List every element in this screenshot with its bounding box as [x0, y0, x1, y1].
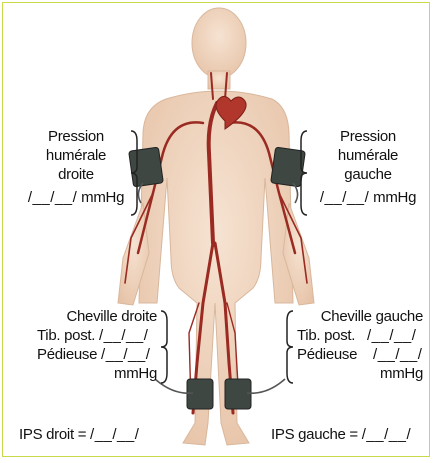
right-arm-line3: droite — [21, 165, 131, 184]
right-arm-blank[interactable]: /__/__/ — [28, 189, 77, 206]
brace-left-arm — [299, 129, 309, 217]
left-ankle-unit: mmHg — [297, 364, 423, 383]
right-arm-unit: mmHg — [81, 189, 124, 206]
left-ankle-title: Cheville gauche — [297, 307, 423, 326]
left-ankle-ped-blank[interactable]: /__/__/ — [373, 346, 422, 363]
ips-left-label: IPS gauche = — [271, 426, 358, 443]
right-ankle-tib: Tib. post. — [37, 327, 95, 344]
right-ankle-ped: Pédieuse — [37, 346, 97, 363]
diagram-frame: Pression humérale droite /__/__/ mmHg Pr… — [2, 2, 430, 457]
right-ankle-tib-blank[interactable]: /__/__/ — [99, 327, 148, 344]
left-arm-unit: mmHg — [373, 189, 416, 206]
label-ips-right: IPS droit = /__/__/ — [19, 425, 179, 444]
ips-right-blank[interactable]: /__/__/ — [90, 426, 139, 443]
right-ankle-unit: mmHg — [37, 364, 157, 383]
right-ankle-ped-blank[interactable]: /__/__/ — [101, 346, 150, 363]
brace-right-ankle — [159, 309, 169, 385]
ips-left-blank[interactable]: /__/__/ — [362, 426, 411, 443]
brace-left-ankle — [285, 309, 295, 385]
left-ankle-ped: Pédieuse — [297, 346, 357, 363]
label-ips-left: IPS gauche = /__/__/ — [271, 425, 427, 444]
brace-right-arm — [129, 129, 139, 217]
left-arm-line3: gauche — [309, 165, 427, 184]
left-arm-line2: humérale — [309, 146, 427, 165]
label-left-arm: Pression humérale gauche /__/__/ mmHg — [309, 127, 427, 207]
cuff-left-ankle — [225, 379, 251, 409]
left-arm-line1: Pression — [309, 127, 427, 146]
left-arm-blank[interactable]: /__/__/ — [320, 189, 369, 206]
right-arm-line2: humérale — [21, 146, 131, 165]
label-right-arm: Pression humérale droite /__/__/ mmHg — [21, 127, 131, 207]
label-left-ankle: Cheville gauche Tib. post. /__/__/ Pédie… — [297, 307, 423, 383]
ips-right-label: IPS droit = — [19, 426, 86, 443]
label-right-ankle: Cheville droite Tib. post. /__/__/ Pédie… — [37, 307, 157, 383]
left-ankle-tib-blank[interactable]: /__/__/ — [367, 327, 416, 344]
body-figure — [3, 3, 431, 458]
cuff-right-ankle — [187, 379, 213, 409]
left-ankle-tib: Tib. post. — [297, 327, 355, 344]
right-arm-line1: Pression — [21, 127, 131, 146]
right-ankle-title: Cheville droite — [37, 307, 157, 326]
